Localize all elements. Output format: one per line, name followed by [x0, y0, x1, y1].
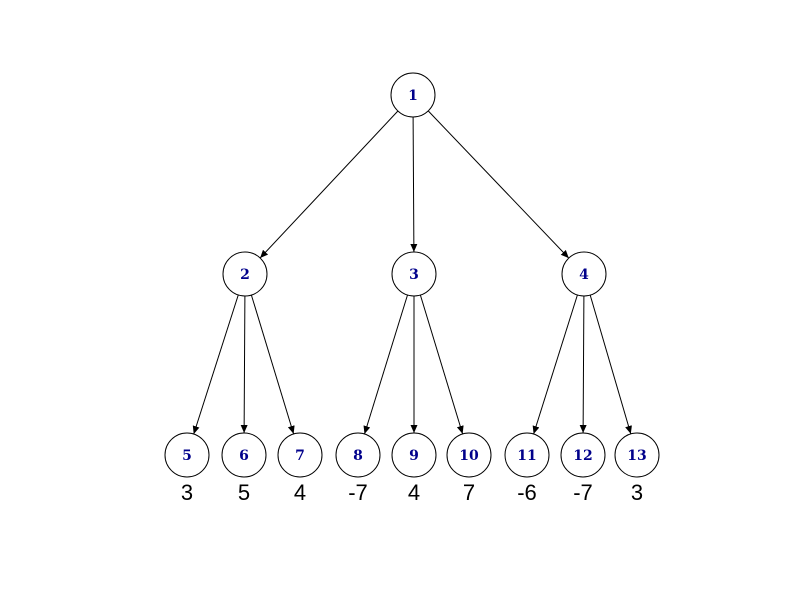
node-label: 13: [627, 448, 646, 464]
node-label: 5: [182, 448, 192, 464]
node-label: 11: [517, 448, 536, 464]
tree-node-10: 10: [446, 432, 492, 478]
node-label: 7: [295, 448, 305, 464]
node-label: 2: [240, 267, 250, 283]
leaf-value-13: 3: [631, 480, 643, 505]
node-circle: [391, 432, 437, 478]
tree-edge-1-3: [410, 116, 418, 253]
leaf-value-6: 5: [238, 480, 250, 505]
tree-edge-1-4: [427, 110, 570, 259]
node-circle: [164, 432, 210, 478]
leaf-value-8: -7: [348, 480, 368, 505]
tree-edge-3-8: [363, 294, 408, 435]
leaf-values: 3 5 4 -7 4 7 -6 -7 3: [181, 480, 643, 505]
tree-node-12: 12: [560, 432, 606, 478]
node-circle: [390, 72, 436, 118]
leaf-value-12: -7: [573, 480, 593, 505]
node-label: 12: [573, 448, 592, 464]
node-circle: [277, 432, 323, 478]
tree-nodes: 1 2 3 4 5 6 7: [164, 72, 660, 478]
node-label: 8: [353, 448, 363, 464]
tree-node-6: 6: [221, 432, 267, 478]
leaf-value-11: -6: [517, 480, 537, 505]
tree-node-13: 13: [614, 432, 660, 478]
tree-edge-2-6: [240, 295, 248, 434]
node-circle: [560, 432, 606, 478]
tree-edge-4-12: [579, 295, 587, 434]
node-circle: [222, 251, 268, 297]
tree-node-8: 8: [335, 432, 381, 478]
node-circle: [335, 432, 381, 478]
tree-node-5: 5: [164, 432, 210, 478]
leaf-value-9: 4: [408, 480, 420, 505]
node-circle: [504, 432, 550, 478]
tree-node-4: 4: [561, 251, 607, 297]
tree-edge-2-7: [250, 294, 295, 435]
tree-edge-4-13: [589, 294, 632, 435]
tree-edges: [192, 110, 632, 435]
node-label: 1: [408, 88, 418, 104]
node-label: 6: [239, 448, 249, 464]
node-circle: [391, 251, 437, 297]
node-circle: [446, 432, 492, 478]
tree-node-1: 1: [390, 72, 436, 118]
node-label: 3: [409, 267, 419, 283]
tree-node-7: 7: [277, 432, 323, 478]
tree-node-11: 11: [504, 432, 550, 478]
node-label: 10: [459, 448, 479, 464]
node-label: 4: [579, 267, 589, 283]
node-circle: [561, 251, 607, 297]
node-circle: [614, 432, 660, 478]
tree-node-2: 2: [222, 251, 268, 297]
tree-edge-3-10: [419, 294, 464, 435]
node-circle: [221, 432, 267, 478]
tree-edge-1-2: [259, 110, 399, 259]
node-label: 9: [409, 448, 419, 464]
tree-node-9: 9: [391, 432, 437, 478]
leaf-value-5: 3: [181, 480, 193, 505]
tree-edge-2-5: [192, 294, 239, 435]
tree-edge-4-11: [532, 294, 578, 435]
leaf-value-7: 4: [294, 480, 306, 505]
leaf-value-10: 7: [463, 480, 475, 505]
tree-node-3: 3: [391, 251, 437, 297]
